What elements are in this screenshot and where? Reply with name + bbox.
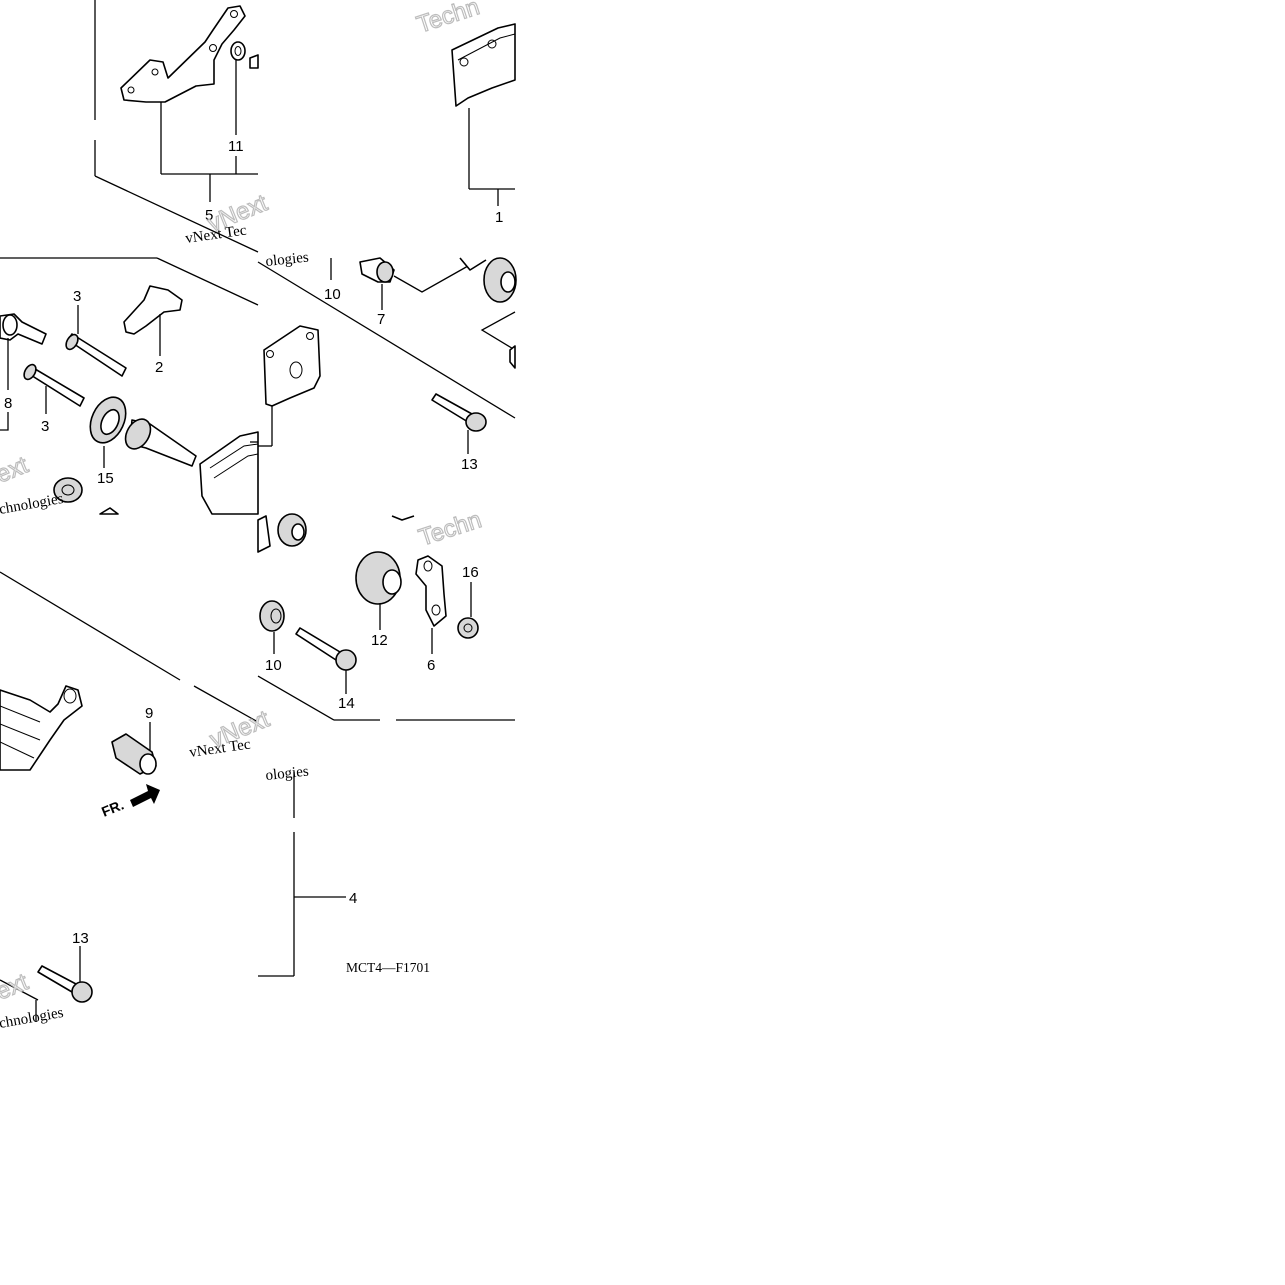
part-label-3: 3 — [73, 288, 81, 305]
caliper-body — [199, 431, 259, 515]
part-label-12: 12 — [371, 632, 388, 649]
tile-middle-left: 8 3 3 2 15 ext chnologies — [0, 257, 259, 518]
gasket-part-1 — [451, 23, 516, 107]
part-label-10: 10 — [265, 657, 282, 674]
part-label-6: 6 — [427, 657, 435, 674]
part-label-14: 14 — [338, 695, 355, 712]
part-label-5: 5 — [205, 207, 213, 224]
nut-part-16 — [457, 617, 479, 639]
watermark-text: chnologies — [0, 1005, 65, 1032]
part-label-11: 11 — [228, 138, 244, 155]
part-label-3: 3 — [41, 418, 49, 435]
tile-lower-center: Techn 12 6 16 10 14 — [257, 506, 515, 721]
bracket-part-2 — [123, 285, 183, 335]
bracket-part-5 — [120, 5, 246, 103]
watermark-text: chnologies — [0, 491, 65, 518]
tile-center: ologies 10 7 13 — [257, 250, 517, 473]
gasket-plate — [263, 325, 321, 407]
washer-part-11 — [230, 41, 246, 61]
tile-top-right: Techn 1 — [413, 0, 516, 226]
part-label-10: 10 — [324, 286, 341, 303]
caliper-cylinder — [0, 685, 83, 771]
bolt-part-13 — [431, 393, 473, 423]
bolt-part-13 — [37, 965, 77, 993]
part-label-7: 7 — [377, 311, 385, 328]
bolt-part-14 — [295, 627, 341, 661]
watermark-text: Techn — [416, 506, 485, 551]
part-label-16: 16 — [462, 564, 479, 581]
diagram-code: MCT4—F1701 — [346, 960, 430, 975]
bracket-part-6 — [415, 555, 447, 627]
rubber-part-10 — [259, 600, 285, 632]
front-direction-label: FR. — [99, 796, 126, 819]
part-label-4: 4 — [349, 890, 357, 907]
nut-part — [53, 477, 83, 503]
watermark-text: Techn — [414, 0, 483, 39]
part-label-1: 1 — [495, 209, 503, 226]
part-label-2: 2 — [155, 359, 163, 376]
watermark-text: ext — [0, 968, 32, 1005]
part-label-8: 8 — [4, 395, 12, 412]
part-label-13: 13 — [72, 930, 89, 947]
tile-bottom-left: FR. 13 ext chnologies — [0, 784, 160, 1032]
tile-top-left: 11 5 vNext Tec vNext — [94, 0, 272, 253]
watermark-text: ologies — [265, 250, 310, 270]
tile-bottom-center: ologies 4 MCT4—F1701 — [258, 764, 430, 977]
tile-lower-left: 9 vNext Tec vNext — [0, 571, 274, 775]
watermark-text: ologies — [265, 764, 310, 784]
watermark-text: ext — [0, 451, 32, 488]
front-arrow-icon — [130, 784, 160, 807]
part-label-13: 13 — [461, 456, 478, 473]
part-label-15: 15 — [97, 470, 114, 487]
part-label-9: 9 — [145, 705, 153, 722]
